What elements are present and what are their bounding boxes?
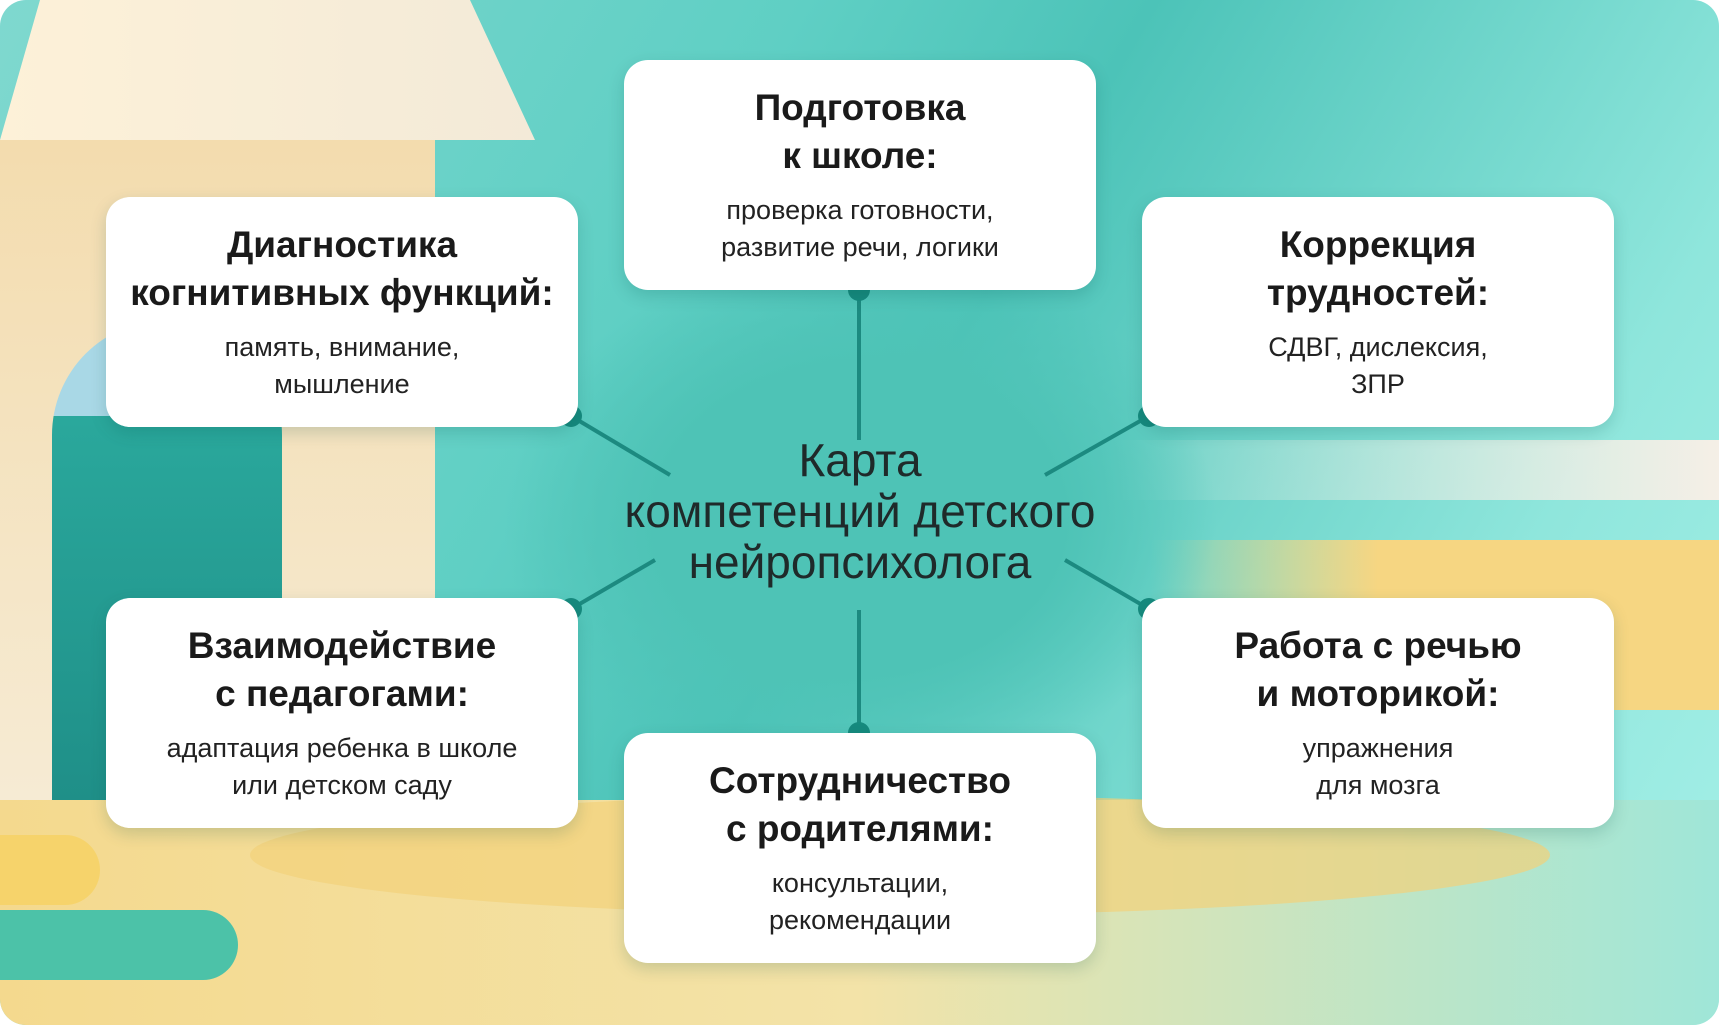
card-title: Диагностика когнитивных функций: [130,224,554,313]
card-title: Подготовка к школе: [754,87,966,176]
connector-top-left [569,414,672,477]
card-subtitle: упражнения для мозга [1302,733,1454,800]
card-subtitle: проверка готовности, развитие речи, логи… [721,195,999,262]
connector-bottom-right [1063,558,1151,611]
card-subtitle: адаптация ребенка в школе или детском са… [166,733,518,800]
cylinder-toy [0,835,100,905]
card-speech-motor: Работа с речью и моторикой: упражнения д… [1142,598,1614,828]
card-title: Сотрудничество с родителями: [709,760,1011,849]
card-subtitle: СДВГ, дислексия, ЗПР [1268,332,1488,399]
card-school-preparation: Подготовка к школе: проверка готовности,… [624,60,1096,290]
center-title: Карта компетенций детского нейропсихолог… [624,434,1096,588]
connector-bottom-left [569,558,657,611]
card-subtitle: память, внимание, мышление [224,332,460,399]
card-difficulty-correction: Коррекция трудностей: СДВГ, дислексия, З… [1142,197,1614,427]
connector-top-right [1044,414,1150,477]
card-cognitive-diagnostics: Диагностика когнитивных функций: память,… [106,197,578,427]
card-subtitle: консультации, рекомендации [768,868,952,935]
card-teacher-interaction: Взаимодействие с педагогами: адаптация р… [106,598,578,828]
card-parent-cooperation: Сотрудничество с родителями: консультаци… [624,733,1096,963]
card-title: Коррекция трудностей: [1266,224,1490,313]
cushion [0,910,238,980]
card-title: Взаимодействие с педагогами: [187,625,497,714]
card-title: Работа с речью и моторикой: [1234,625,1522,714]
lamp-shade [0,0,535,140]
